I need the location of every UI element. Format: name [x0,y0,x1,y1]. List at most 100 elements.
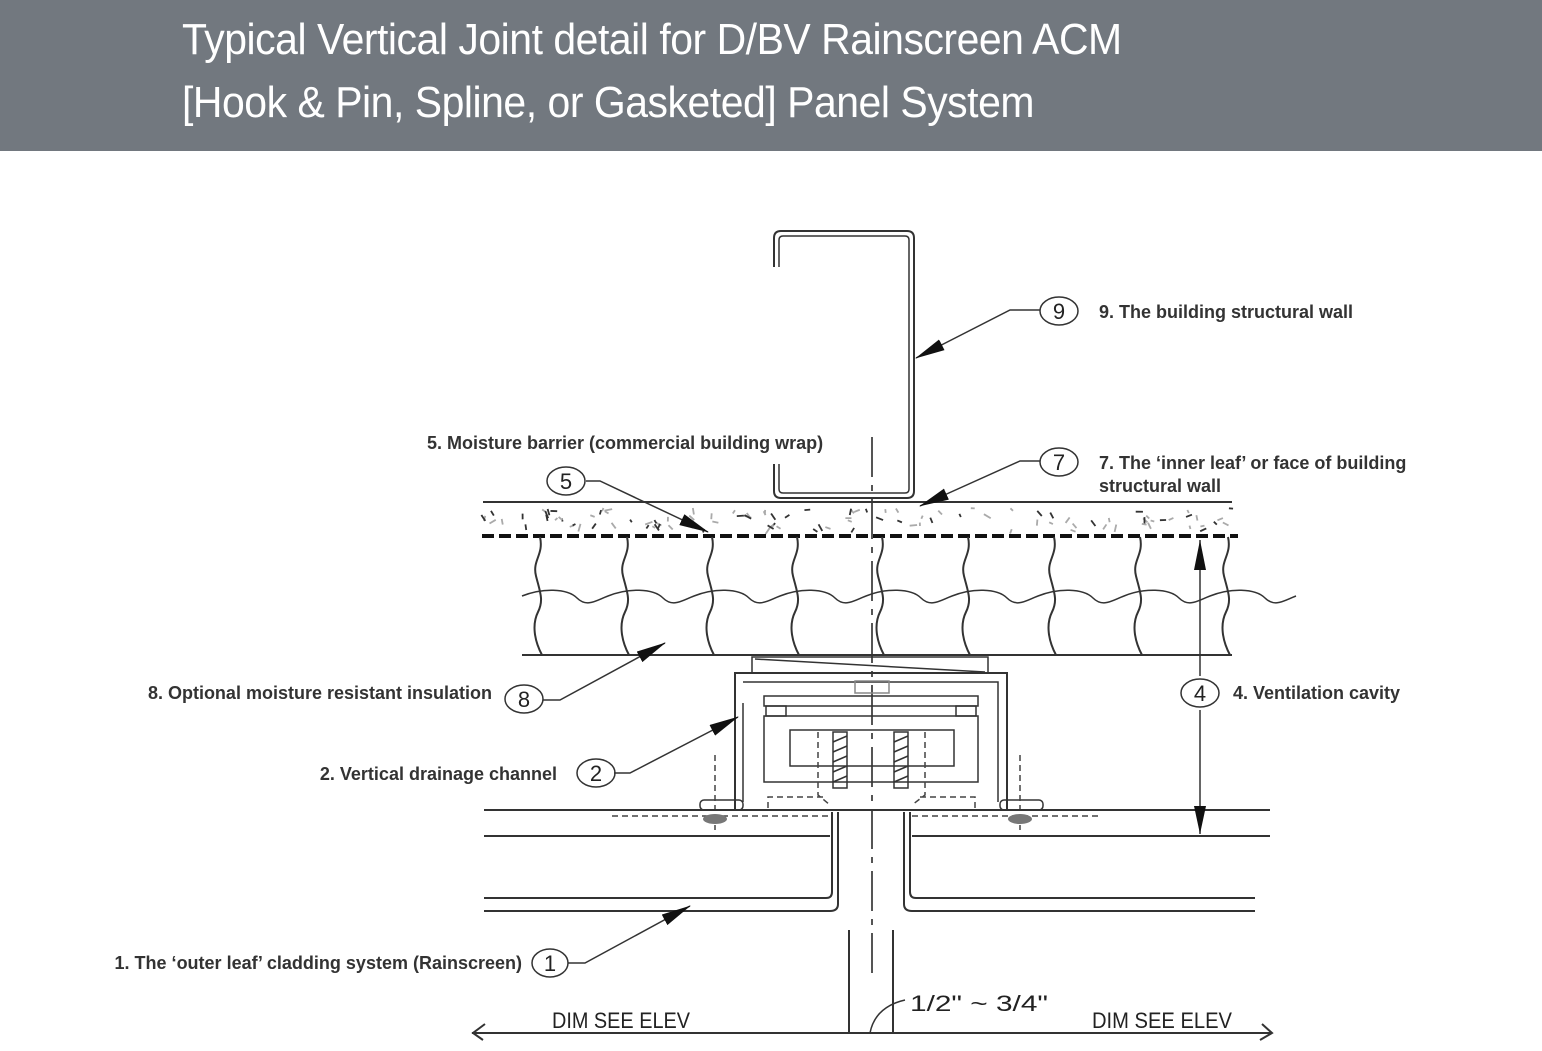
joint-width-label: 1/2" ~ 3/4" [910,991,1048,1016]
speckle [850,527,855,533]
callout-1-number: 1 [544,951,556,976]
speckle [929,517,934,524]
speckle [1035,519,1039,526]
speckle [1217,517,1224,522]
callout-2-number: 2 [590,761,602,786]
speckle [909,524,918,527]
speckle [853,508,861,513]
speckle [653,523,660,531]
speckle [490,510,495,517]
title-line-2: [Hook & Pin, Spline, or Gasketed] Panel … [182,78,1034,127]
insulation-joint [1133,536,1143,656]
speckle [983,513,992,519]
dim-left-label: DIM SEE ELEV [552,1008,690,1033]
speckle [604,508,613,512]
speckle [767,524,775,530]
speckle [1147,522,1152,530]
structural-stud [773,230,915,499]
callout-8: 8 [504,684,544,714]
speckle [545,514,549,522]
speckle [651,525,656,529]
insulation-joint [1047,536,1057,656]
speckle [577,523,582,532]
speckle [1200,524,1205,528]
speckle [848,508,852,516]
speckle [688,514,695,521]
drainage-channel [612,656,1100,830]
speckle [1049,512,1055,519]
speckle [554,517,559,521]
inner-leaf-sheathing [480,501,1234,535]
callout-7: 7 [1039,447,1079,477]
speckle [817,523,824,532]
speckle [1185,513,1193,518]
label-1: 1. The ‘outer leaf’ cladding system (Rai… [115,953,522,973]
speckle [764,527,771,535]
speckle [629,519,633,523]
speckle [645,524,650,529]
speckle [744,514,752,520]
speckle [1188,525,1192,530]
speckle [1199,527,1207,533]
speckle [776,525,782,530]
callout-5: 5 [546,466,586,496]
insulation [521,536,1297,656]
label-4: 4. Ventilation cavity [1233,683,1400,703]
insulation-joint [705,536,715,656]
speckle [825,526,831,530]
speckle [1064,516,1071,524]
speckle [864,508,869,513]
callout-9-number: 9 [1053,299,1065,324]
label-2: 2. Vertical drainage channel [320,764,557,784]
vertical-joint-diagram: DIM SEE ELEV DIM SEE ELEV 1/2" ~ 3/4" 9 … [115,230,1406,1041]
title-bar: Typical Vertical Joint detail for D/BV R… [0,0,1542,151]
speckle [712,520,719,524]
speckle [590,514,595,518]
speckle [655,521,662,527]
label-7-line-1: 7. The ‘inner leaf’ or face of building [1099,453,1406,473]
speckle [896,519,903,524]
label-9: 9. The building structural wall [1099,302,1353,322]
speckle [732,509,736,515]
speckle [572,523,576,527]
speckle [1009,507,1014,512]
speckle [480,514,487,522]
speckle [653,519,658,524]
callout-1: 1 [531,948,569,978]
speckle [1168,517,1174,521]
speckle [1102,523,1108,530]
speckle [601,507,605,512]
speckle [1145,514,1150,520]
speckle [1009,528,1013,534]
speckle [1213,521,1218,526]
speckle [546,508,551,516]
insulation-joint [790,536,800,656]
dim-right-label: DIM SEE ELEV [1092,1008,1232,1033]
speckle [1048,521,1054,525]
speckle [1070,528,1076,533]
speckle [1195,514,1199,521]
title-line-1: Typical Vertical Joint detail for D/BV R… [182,15,1122,64]
speckle [895,508,900,514]
speckle [667,524,674,531]
speckle [1107,517,1111,523]
callout-2: 2 [576,758,616,788]
speckle [489,519,497,525]
speckle [1141,522,1147,526]
callout-5-number: 5 [560,469,572,494]
speckle [610,522,617,529]
leader-lines [543,309,1040,964]
speckle [958,513,962,518]
speckle [1113,524,1118,533]
speckle [1222,521,1229,527]
speckle [762,510,767,516]
insulation-joint [961,536,971,656]
speckle [1036,510,1043,517]
label-8: 8. Optional moisture resistant insulatio… [148,683,492,703]
insulation-joint [620,536,630,656]
insulation-joint [533,536,543,656]
speckle [644,520,653,526]
callout-4: 4 [1180,678,1220,708]
speckle [920,515,924,520]
speckle [875,516,884,521]
